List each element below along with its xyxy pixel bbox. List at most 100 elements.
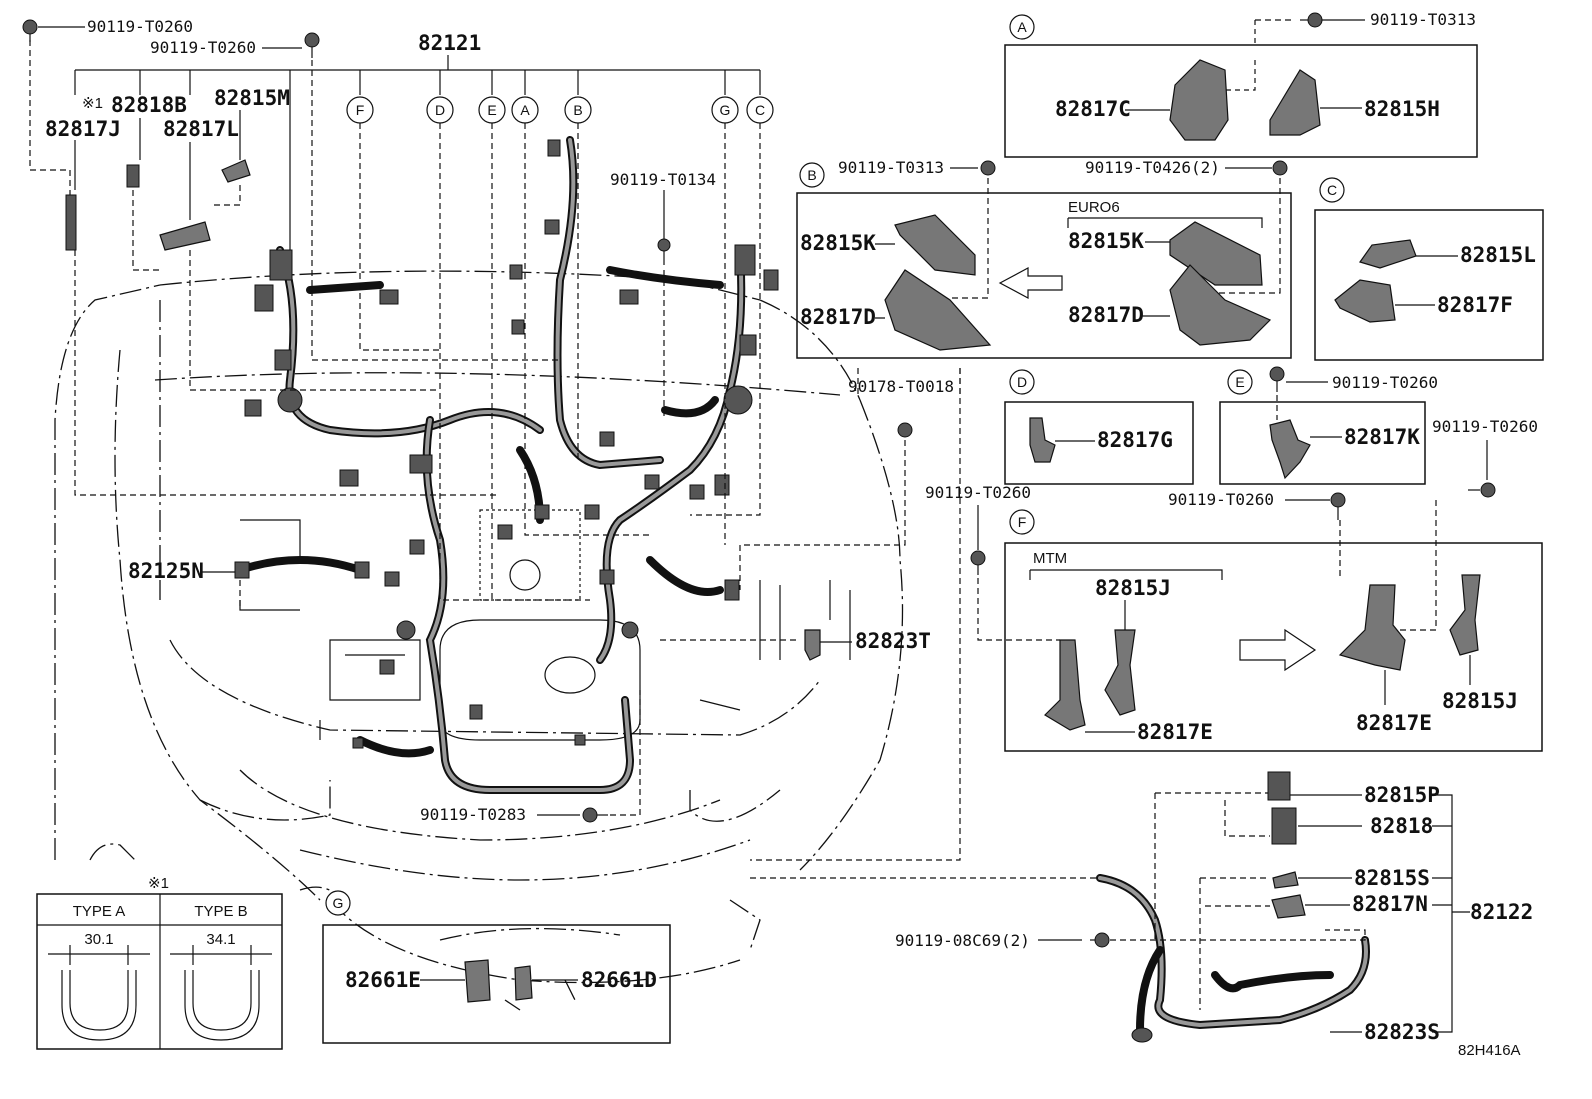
clamp-icon xyxy=(65,194,77,251)
svg-text:C: C xyxy=(755,102,765,118)
svg-text:E: E xyxy=(487,102,496,118)
svg-text:F: F xyxy=(356,102,365,118)
part-label: 82122 xyxy=(1470,900,1533,924)
part-label: 82817D xyxy=(800,305,876,329)
main-harness-label: 82121 xyxy=(418,31,481,55)
part-label: 82823T xyxy=(855,629,931,653)
bolt-icon xyxy=(897,422,913,438)
section-a: A 90119-T0313 82817C 82815H xyxy=(1004,10,1478,158)
type-b-header: TYPE B xyxy=(194,903,247,920)
variant-label: MTM xyxy=(1033,550,1067,567)
dim-b: 34.1 xyxy=(206,931,235,948)
section-g: G 82661E 82661D xyxy=(322,890,671,1044)
bolt-label: 90119-08C69(2) xyxy=(895,931,1030,950)
bolt-label: 90119-T0260 xyxy=(925,483,1031,502)
bolt-icon xyxy=(1269,366,1285,392)
harness-82122: 82815P 82818 82815S 82817N 82122 82823S … xyxy=(895,771,1533,1044)
bolt-icon xyxy=(1330,492,1346,520)
section-c: C 82815L 82817F xyxy=(1314,177,1544,361)
callout-a: A xyxy=(511,96,539,124)
bolt-label: 90119-T0260 xyxy=(1168,490,1274,509)
callout-e: E xyxy=(478,96,506,124)
part-label: 82818 xyxy=(1370,814,1433,838)
variant-label: EURO6 xyxy=(1068,199,1120,216)
part-label: 82661D xyxy=(581,968,657,992)
callout-c: C xyxy=(746,96,774,124)
part-label: 82125N xyxy=(128,559,204,583)
bolt-label: 90119-T0313 xyxy=(1370,10,1476,29)
bolt-label: 90119-T0260 xyxy=(1432,417,1538,436)
svg-text:B: B xyxy=(573,102,582,118)
svg-text:A: A xyxy=(1017,19,1027,35)
part-label: 82815K xyxy=(800,231,876,255)
callout-circles: F D E A B G C xyxy=(346,96,774,124)
part-label: 82817N xyxy=(1352,892,1428,916)
bolt-label: 90119-T0283 xyxy=(420,805,526,824)
bolt-icon xyxy=(1468,482,1496,498)
reference-code: 82H416A xyxy=(1458,1042,1521,1059)
clip-icon xyxy=(804,629,821,661)
table-title: ※1 xyxy=(148,875,169,892)
callout-f: F xyxy=(346,96,374,124)
harness-connectors xyxy=(234,139,779,749)
part-label: 82817D xyxy=(1068,303,1144,327)
part-label: 82817F xyxy=(1437,293,1513,317)
bolt-icon xyxy=(1272,160,1288,176)
svg-text:G: G xyxy=(333,895,344,911)
clamp-icon xyxy=(159,221,211,251)
part-label: 82815S xyxy=(1354,866,1430,890)
part-label: 82817C xyxy=(1055,97,1131,121)
main-labels: 90119-T0260 90119-T0260 82121 ※1 82818B … xyxy=(45,17,954,824)
clamp-icon xyxy=(221,159,251,183)
callout-d: D xyxy=(426,96,454,124)
bolt-icon xyxy=(1300,12,1323,28)
bolt-label: 90119-T0260 xyxy=(150,38,256,57)
bolt-label: 90119-T0260 xyxy=(1332,373,1438,392)
section-e: E 90119-T0260 82817K 90119-T0260 90119-T… xyxy=(1168,366,1538,520)
dim-a: 30.1 xyxy=(84,931,113,948)
bolt-icon xyxy=(1090,932,1110,948)
part-label: 82817L xyxy=(163,117,239,141)
svg-text:D: D xyxy=(435,102,445,118)
part-label: 82815K xyxy=(1068,229,1144,253)
part-label: 82815H xyxy=(1364,97,1440,121)
part-label: 82817E xyxy=(1356,711,1432,735)
type-table: ※1 TYPE A TYPE B 30.1 34.1 xyxy=(36,875,283,1050)
clamp-icon xyxy=(126,164,140,188)
bolt-icon xyxy=(582,807,608,823)
bolt-icons xyxy=(22,19,913,823)
bolt-icon xyxy=(980,160,996,176)
bolt-label: 90119-T0313 xyxy=(838,158,944,177)
bolt-label: 90119-T0134 xyxy=(610,170,716,189)
section-f: F 90119-T0260 MTM 82815J 82817E 82817E 8… xyxy=(925,483,1543,752)
part-label: 82817E xyxy=(1137,720,1213,744)
callout-g: G xyxy=(711,96,739,124)
svg-text:D: D xyxy=(1017,374,1027,390)
main-wire-harness xyxy=(236,136,746,794)
svg-text:G: G xyxy=(720,102,731,118)
leader-lines xyxy=(29,26,1100,879)
part-label: 82815L xyxy=(1460,243,1536,267)
part-label: 82815J xyxy=(1095,576,1171,600)
part-label: 82818B xyxy=(111,93,187,117)
section-b: B 90119-T0313 90119-T0426(2) EURO6 82815… xyxy=(796,158,1292,359)
part-label: 82815P xyxy=(1364,783,1440,807)
part-label: 82817J xyxy=(45,117,121,141)
part-label: 82661E xyxy=(345,968,421,992)
bolt-icon xyxy=(970,550,986,575)
section-d: D 82817G xyxy=(1004,369,1194,485)
part-label: 82815M xyxy=(214,86,290,110)
bolt-icon xyxy=(22,19,38,42)
svg-text:F: F xyxy=(1018,514,1027,530)
svg-text:E: E xyxy=(1235,374,1244,390)
bolt-label: 90119-T0426(2) xyxy=(1085,158,1220,177)
bolt-label: 90178-T0018 xyxy=(848,377,954,396)
svg-text:A: A xyxy=(520,102,530,118)
part-label: 82817G xyxy=(1097,428,1173,452)
bolt-label: 90119-T0260 xyxy=(87,17,193,36)
part-label: 82817K xyxy=(1344,425,1420,449)
svg-text:C: C xyxy=(1327,182,1337,198)
part-label: 82815J xyxy=(1442,689,1518,713)
part-label: 82823S xyxy=(1364,1020,1440,1044)
